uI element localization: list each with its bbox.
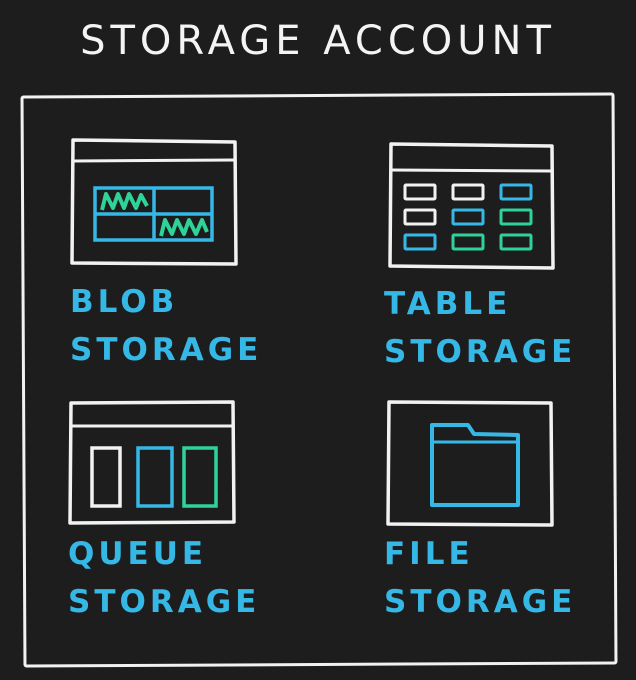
blob-grid-icon [70, 138, 238, 266]
queue-bars-icon [68, 400, 236, 525]
table-cells-icon [388, 142, 555, 270]
file-storage-label: FILE STORAGE [384, 530, 576, 626]
page-title: STORAGE ACCOUNT [80, 18, 556, 64]
blob-storage-line2: STORAGE [70, 332, 263, 368]
table-storage-line2: STORAGE [384, 334, 577, 370]
table-storage-line1: TABLE [384, 286, 512, 322]
queue-storage-line2: STORAGE [68, 584, 261, 620]
file-storage-line1: FILE [384, 536, 474, 572]
blob-storage-line1: BLOB [70, 284, 179, 320]
file-storage-line2: STORAGE [384, 584, 577, 620]
folder-icon [386, 400, 554, 527]
queue-storage-line1: QUEUE [68, 536, 208, 572]
table-storage-label: TABLE STORAGE [384, 280, 576, 376]
queue-storage-label: QUEUE STORAGE [68, 530, 260, 626]
blob-storage-label: BLOB STORAGE [70, 278, 262, 374]
